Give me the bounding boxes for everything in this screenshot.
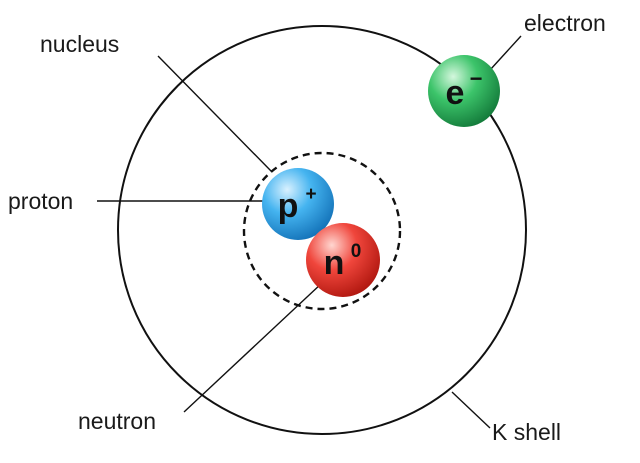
electron-symbol: e — [446, 74, 465, 112]
proton-particle: p + — [262, 168, 334, 240]
svg-text:0: 0 — [351, 241, 362, 262]
neutron-label: neutron — [78, 408, 157, 434]
svg-text:e: e — [446, 74, 465, 112]
proton-label: proton — [8, 188, 74, 214]
neutron-charge: 0 — [351, 241, 362, 262]
svg-text:+: + — [305, 184, 316, 205]
proton-charge: + — [305, 184, 316, 205]
proton-symbol: p — [278, 187, 299, 225]
neutron-symbol: n — [324, 244, 345, 282]
neutron-particle: n 0 — [306, 223, 380, 297]
k-shell-label: K shell — [492, 419, 562, 445]
k-shell-orbit — [117, 25, 527, 435]
electron-leader-line — [489, 35, 522, 71]
svg-text:p: p — [278, 187, 299, 225]
nucleus-leader-line — [157, 55, 273, 173]
nucleus-label: nucleus — [40, 31, 120, 57]
electron-particle: e − — [428, 55, 500, 127]
k-shell-leader-line — [451, 391, 491, 429]
nucleus-boundary — [242, 151, 402, 311]
svg-text:−: − — [470, 66, 483, 91]
electron-charge: − — [470, 66, 483, 91]
electron-label: electron — [524, 10, 606, 36]
svg-text:n: n — [324, 244, 345, 282]
neutron-leader-line — [183, 282, 323, 413]
